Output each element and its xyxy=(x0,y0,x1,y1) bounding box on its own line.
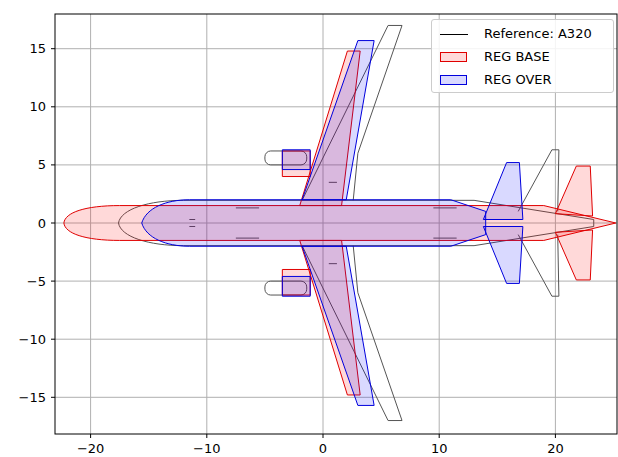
tick-label: −5 xyxy=(27,274,46,289)
legend-swatch xyxy=(440,75,467,85)
tick-label: 10 xyxy=(431,441,448,456)
legend-swatch xyxy=(440,52,467,62)
grid xyxy=(55,14,617,434)
tick-label: −10 xyxy=(193,441,220,456)
axes-frame xyxy=(55,14,617,434)
tick-label: 15 xyxy=(29,41,46,56)
reg-over-aircraft xyxy=(142,41,523,406)
tick-label: 10 xyxy=(29,99,46,114)
legend-box: Reference: A320REG BASE REG OVER xyxy=(431,19,614,93)
tick-label: 5 xyxy=(38,157,46,172)
tick-label: −20 xyxy=(77,441,104,456)
tick-label: −10 xyxy=(19,332,46,347)
legend-text: Reference: A320 xyxy=(484,26,592,42)
tick-marks xyxy=(51,49,555,438)
axes-content xyxy=(55,14,617,434)
legend-text: REG BASE xyxy=(484,49,550,65)
tick-label: 0 xyxy=(38,216,46,231)
legend-text: REG OVER xyxy=(484,72,552,88)
tick-label: 20 xyxy=(547,441,564,456)
tick-label: −15 xyxy=(19,390,46,405)
legend-line-sample xyxy=(440,34,468,35)
tick-label: 0 xyxy=(319,441,327,456)
